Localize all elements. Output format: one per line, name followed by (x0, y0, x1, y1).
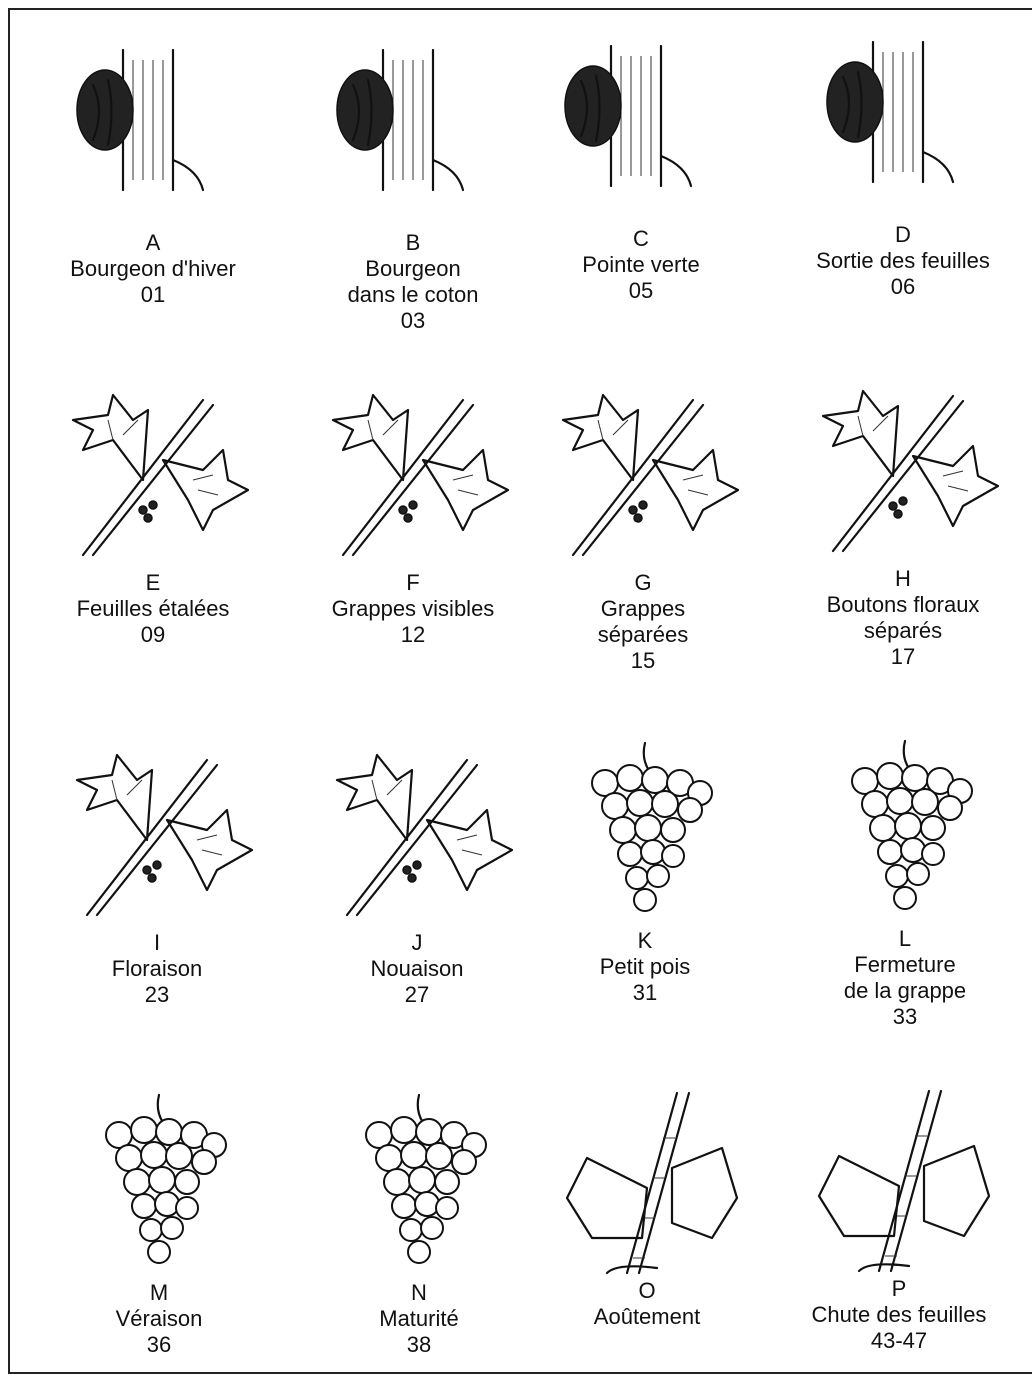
stage-i: IFloraison23 (28, 740, 286, 1008)
stage-name: Petit pois (516, 954, 774, 980)
stage-letter: C (512, 226, 770, 252)
stage-c: CPointe verte05 (512, 36, 770, 304)
stage-letter: I (28, 930, 286, 956)
stage-code: 06 (774, 274, 1032, 300)
stage-l: LFermeture de la grappe33 (776, 736, 1032, 1030)
stage-e: EFeuilles étalées09 (24, 380, 282, 648)
fruit-set-icon (317, 740, 517, 930)
stage-code: 33 (776, 1004, 1032, 1030)
stage-name: Véraison (30, 1306, 288, 1332)
stage-code: 36 (30, 1332, 288, 1358)
stage-letter: L (776, 926, 1032, 952)
flowering-icon (57, 740, 257, 930)
stage-name: Chute des feuilles (770, 1302, 1028, 1328)
stage-letter: K (516, 928, 774, 954)
stage-code: 23 (28, 982, 286, 1008)
stage-letter: J (288, 930, 546, 956)
stage-name: Grappes séparées (514, 596, 772, 648)
stage-code: 17 (774, 644, 1032, 670)
stage-g: GGrappes séparées15 (514, 380, 772, 674)
stage-letter: P (770, 1276, 1028, 1302)
stage-code: 27 (288, 982, 546, 1008)
stage-m: MVéraison36 (30, 1090, 288, 1358)
stage-f: FGrappes visibles12 (284, 380, 542, 648)
stage-letter: A (24, 230, 282, 256)
stage-letter: D (774, 222, 1032, 248)
stage-code: 31 (516, 980, 774, 1006)
stage-letter: E (24, 570, 282, 596)
stage-name: Grappes visibles (284, 596, 542, 622)
spread-leaves-icon (53, 380, 253, 570)
stage-letter: M (30, 1280, 288, 1306)
stage-code: 12 (284, 622, 542, 648)
stage-code: 09 (24, 622, 282, 648)
stage-letter: F (284, 570, 542, 596)
veraison-cluster-icon (59, 1090, 259, 1280)
pea-size-cluster-icon (545, 738, 745, 928)
separated-clusters-icon (543, 380, 743, 570)
stage-d: DSortie des feuilles06 (774, 32, 1032, 300)
stage-a: ABourgeon d'hiver01 (24, 40, 282, 308)
stage-letter: H (774, 566, 1032, 592)
stage-o: OAoûtement (518, 1088, 776, 1330)
stage-p: PChute des feuilles43-47 (770, 1086, 1028, 1354)
stage-code: 15 (514, 648, 772, 674)
green-tip-icon (541, 36, 741, 226)
stage-name: Fermeture de la grappe (776, 952, 1032, 1004)
visible-clusters-icon (313, 380, 513, 570)
stage-name: Feuilles étalées (24, 596, 282, 622)
winter-bud-icon (53, 40, 253, 230)
flower-buds-icon (803, 376, 1003, 566)
stage-k: KPetit pois31 (516, 738, 774, 1006)
leaf-fall-icon (799, 1086, 999, 1276)
stage-letter: G (514, 570, 772, 596)
stage-h: HBoutons floraux séparés17 (774, 376, 1032, 670)
stage-code: 01 (24, 282, 282, 308)
stage-name: Sortie des feuilles (774, 248, 1032, 274)
stage-name: Pointe verte (512, 252, 770, 278)
stage-n: NMaturité38 (290, 1090, 548, 1358)
stage-code: 03 (284, 308, 542, 334)
leaf-emergence-icon (803, 32, 1003, 222)
stage-name: Aoûtement (518, 1304, 776, 1330)
mature-cluster-icon (319, 1090, 519, 1280)
stage-name: Bourgeon dans le coton (284, 256, 542, 308)
stage-code: 05 (512, 278, 770, 304)
stage-name: Boutons floraux séparés (774, 592, 1032, 644)
stage-letter: N (290, 1280, 548, 1306)
stage-letter: O (518, 1278, 776, 1304)
bunch-closure-icon (805, 736, 1005, 926)
cotton-bud-icon (313, 40, 513, 230)
stage-name: Floraison (28, 956, 286, 982)
stage-j: JNouaison27 (288, 740, 546, 1008)
stage-name: Bourgeon d'hiver (24, 256, 282, 282)
stage-name: Nouaison (288, 956, 546, 982)
stage-letter: B (284, 230, 542, 256)
stage-code: 38 (290, 1332, 548, 1358)
stage-code: 43-47 (770, 1328, 1028, 1354)
stage-name: Maturité (290, 1306, 548, 1332)
stage-b: BBourgeon dans le coton03 (284, 40, 542, 334)
wood-ripening-icon (547, 1088, 747, 1278)
